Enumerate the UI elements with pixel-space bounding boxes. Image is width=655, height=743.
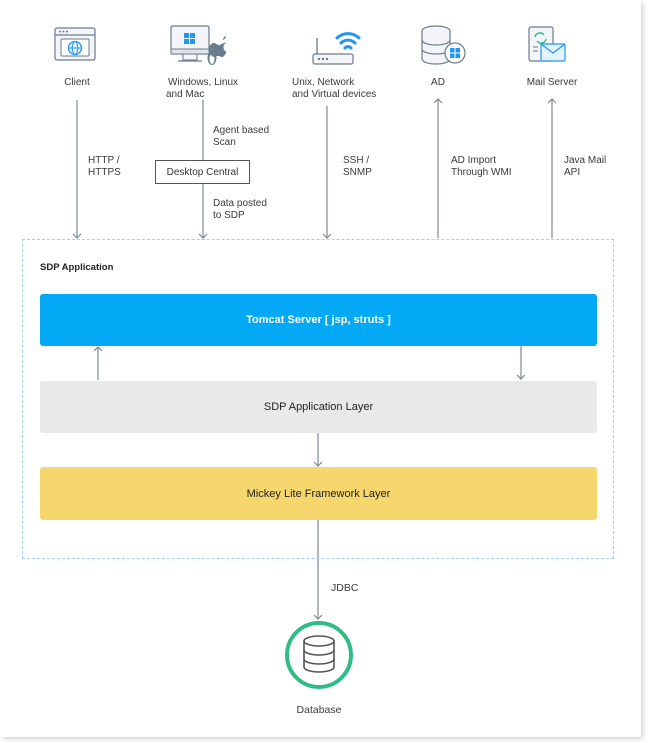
unix-label-line2: and Virtual devices bbox=[292, 89, 377, 100]
http-label-line2: HTTPS bbox=[88, 167, 121, 178]
wifi-router-icon bbox=[312, 32, 361, 65]
java-mail-label: Java Mail API bbox=[564, 155, 606, 179]
ad-label: AD bbox=[431, 77, 445, 88]
browser-globe-icon bbox=[54, 27, 96, 61]
unix-label-line1: Unix, Network bbox=[292, 77, 355, 88]
ad-import-label: AD Import Through WMI bbox=[451, 155, 512, 179]
desktop-central-box: Desktop Central bbox=[155, 160, 250, 184]
sdp-application-title: SDP Application bbox=[40, 262, 114, 273]
client-label: Client bbox=[64, 77, 90, 88]
java-mail-label-line1: Java Mail bbox=[564, 155, 607, 166]
sdp-application-layer: SDP Application Layer bbox=[40, 381, 597, 433]
ad-import-label-line1: AD Import bbox=[451, 155, 497, 166]
mail-label: Mail Server bbox=[526, 77, 578, 88]
mail-server-icon bbox=[528, 26, 566, 62]
desktop-windows-linux-mac-icon bbox=[170, 25, 227, 65]
http-label: HTTP / HTTPS bbox=[88, 155, 121, 179]
windows-label-line1: Windows, Linux bbox=[167, 77, 239, 88]
agent-scan-label-line2: Scan bbox=[213, 137, 236, 148]
sdp-application-container bbox=[22, 239, 614, 559]
data-posted-label-line2: to SDP bbox=[213, 210, 245, 221]
http-label-line1: HTTP / bbox=[88, 155, 120, 166]
ad-import-label-line2: Through WMI bbox=[451, 167, 512, 178]
database-label: Database bbox=[296, 704, 342, 716]
mickey-lite-framework-layer: Mickey Lite Framework Layer bbox=[40, 467, 597, 520]
agent-scan-label-line1: Agent based bbox=[213, 125, 270, 136]
database-windows-icon bbox=[421, 25, 466, 65]
java-mail-label-line2: API bbox=[564, 167, 581, 178]
unix-label: Unix, Network and Virtual devices bbox=[292, 77, 392, 101]
windows-label-line2: and Mac bbox=[166, 89, 205, 100]
diagram-frame bbox=[0, 0, 641, 737]
windows-label: Windows, Linux and Mac bbox=[160, 77, 246, 101]
jdbc-label: JDBC bbox=[331, 582, 359, 594]
data-posted-label-line1: Data posted bbox=[213, 198, 267, 209]
ssh-snmp-label: SSH / SNMP bbox=[343, 155, 372, 179]
tomcat-server-layer: Tomcat Server [ jsp, struts ] bbox=[40, 294, 597, 346]
ssh-label-line1: SSH / bbox=[343, 155, 370, 166]
ssh-label-line2: SNMP bbox=[343, 167, 372, 178]
data-posted-label: Data posted to SDP bbox=[213, 198, 267, 222]
database-icon bbox=[285, 621, 353, 689]
agent-scan-label: Agent based Scan bbox=[213, 125, 269, 149]
